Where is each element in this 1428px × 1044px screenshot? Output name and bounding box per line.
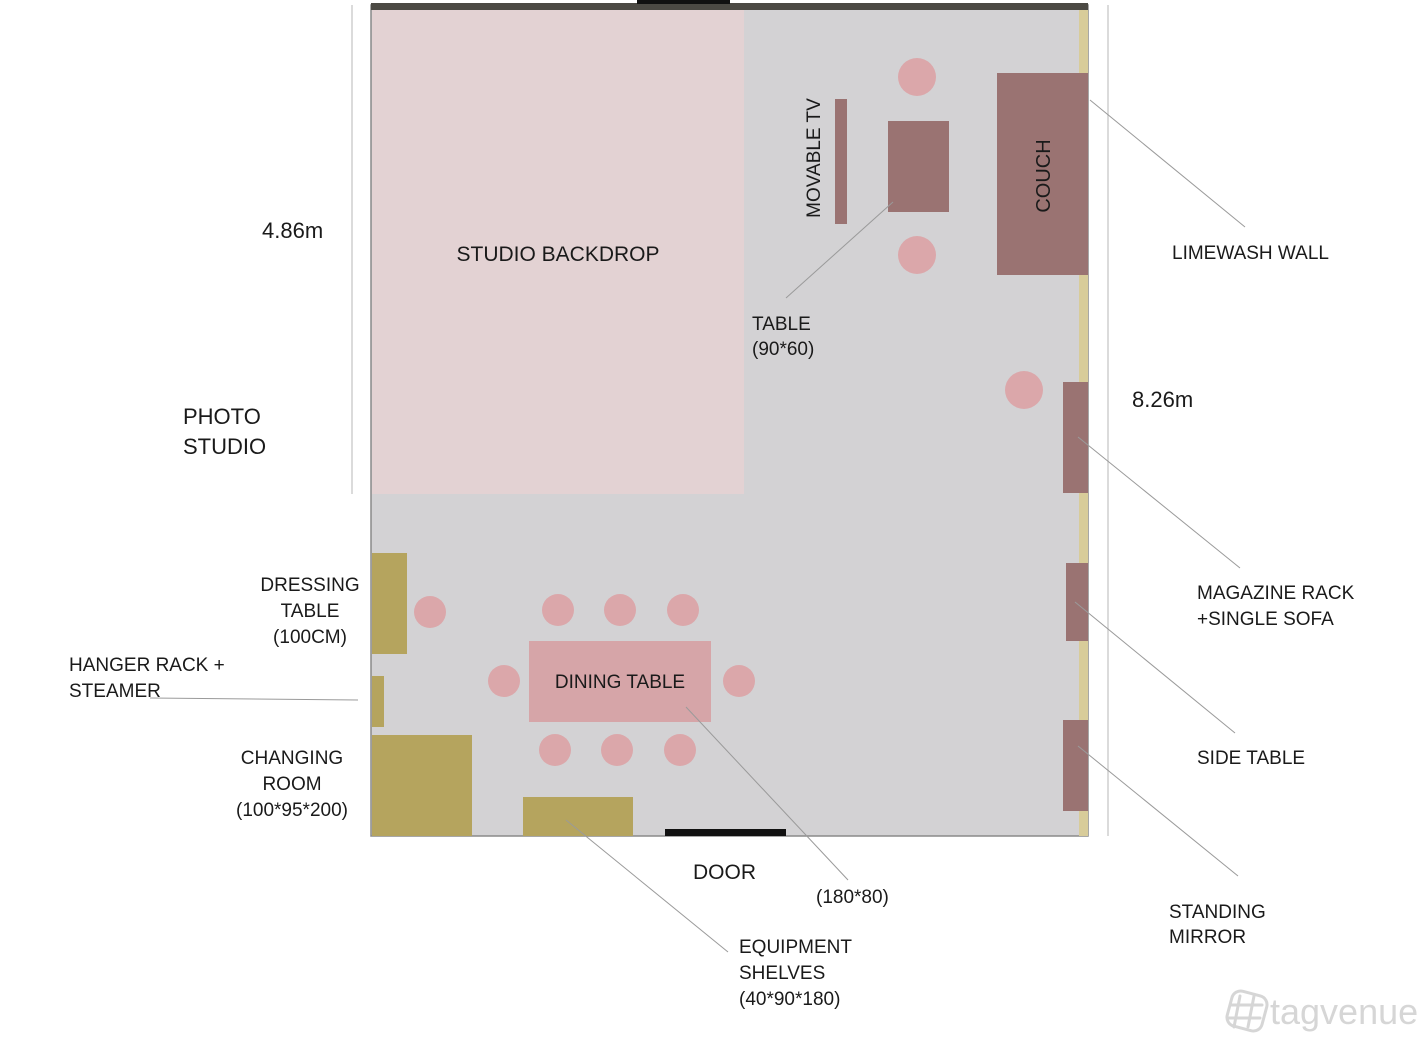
lounge-chair-top: [898, 58, 936, 96]
standing-mirror-label: STANDING MIRROR: [1169, 900, 1266, 950]
label-line: STANDING: [1169, 902, 1266, 923]
label-line: STEAMER: [69, 681, 161, 702]
dining-chair: [542, 594, 574, 626]
door-threshold: [665, 829, 786, 836]
limewash-wall-label: LIMEWASH WALL: [1172, 243, 1329, 264]
dining-chair: [723, 665, 755, 697]
label-line: MIRROR: [1169, 927, 1247, 948]
couch-label: COUCH: [1033, 139, 1055, 213]
dining-chair: [601, 734, 633, 766]
table-size: (90*60): [752, 339, 815, 360]
dining-table-label: DINING TABLE: [554, 672, 686, 693]
label-line: (100*95*200): [236, 800, 348, 821]
label-line: (40*90*180): [739, 989, 841, 1010]
studio-backdrop-label: STUDIO BACKDROP: [456, 243, 660, 266]
title-line: STUDIO: [183, 434, 267, 459]
leader-line-dining: [685, 706, 849, 881]
page-title: PHOTO STUDIO: [183, 402, 266, 462]
table-name: TABLE: [752, 314, 811, 335]
dining-table-size: (180*80): [816, 887, 889, 908]
dining-chair: [539, 734, 571, 766]
hanger-rack-label: HANGER RACK + STEAMER: [69, 653, 225, 705]
dimension-horizontal: 8.26m: [1132, 387, 1194, 412]
dining-chair: [664, 734, 696, 766]
dining-chair: [604, 594, 636, 626]
door-label: DOOR: [693, 861, 756, 884]
equipment-shelves-label: EQUIPMENT SHELVES (40*90*180): [739, 935, 852, 1013]
dining-chair: [488, 665, 520, 697]
dimension-vertical: 4.86m: [262, 218, 324, 243]
changing-room-label: CHANGING ROOM (100*95*200): [222, 746, 362, 824]
leader-line-hanger: [149, 697, 359, 701]
lounge-chair-bottom: [898, 236, 936, 274]
couch: [997, 73, 1088, 275]
movable-tv-label: MOVABLE TV: [804, 98, 825, 218]
leader-line-magazine: [1077, 436, 1241, 569]
label-line: MAGAZINE RACK: [1197, 583, 1355, 604]
label-line: ROOM: [262, 774, 322, 795]
side-table-label: SIDE TABLE: [1197, 748, 1306, 769]
side-table: [1066, 563, 1088, 641]
top-wall: [371, 3, 1088, 10]
changing-room: [372, 735, 472, 836]
leader-line-table: [785, 201, 894, 299]
label-line: TABLE: [280, 601, 340, 622]
label-line: (100CM): [273, 627, 347, 648]
label-line: HANGER RACK +: [69, 655, 225, 676]
top-opening: [637, 0, 730, 4]
magazine-rack: [1063, 382, 1088, 493]
leader-line-mirror: [1077, 745, 1239, 877]
dressing-table-label: DRESSING TABLE (100CM): [250, 573, 370, 651]
dining-chair: [667, 594, 699, 626]
movable-tv: [835, 99, 847, 224]
studio-backdrop-area: [372, 10, 744, 494]
label-line: DRESSING: [260, 575, 360, 596]
label-line: +SINGLE SOFA: [1197, 609, 1334, 630]
title-line: PHOTO: [183, 404, 261, 429]
hash-logo-icon: [1225, 989, 1269, 1033]
magazine-rack-label: MAGAZINE RACK +SINGLE SOFA: [1197, 581, 1354, 633]
table-label: TABLE (90*60): [752, 312, 814, 362]
dressing-chair: [414, 596, 446, 628]
hanger-rack: [372, 676, 384, 727]
coffee-table: [888, 121, 949, 212]
label-line: EQUIPMENT: [739, 937, 852, 958]
label-line: CHANGING: [240, 748, 344, 769]
dining-table: [529, 641, 711, 722]
tagvenue-watermark: tagvenue: [1270, 991, 1419, 1032]
label-line: SHELVES: [739, 963, 826, 984]
leader-line-shelves: [565, 819, 729, 953]
standing-mirror: [1063, 720, 1088, 811]
single-sofa-chair: [1005, 371, 1043, 409]
dressing-table: [372, 553, 407, 654]
leader-line-limewash: [1089, 99, 1246, 228]
leader-line-side-table: [1074, 601, 1236, 734]
